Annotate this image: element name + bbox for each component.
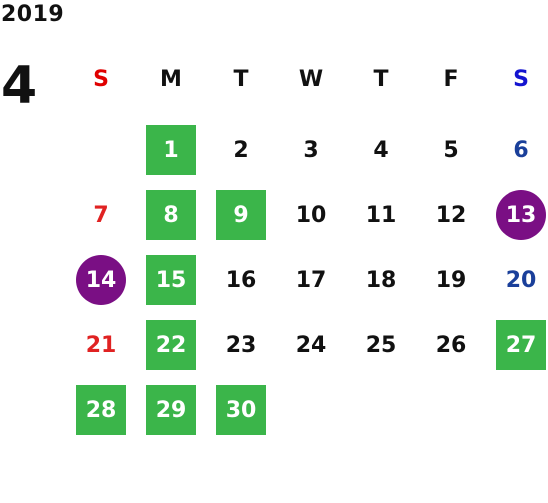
year-label: 2019 xyxy=(1,2,65,27)
weekday-friday: F xyxy=(443,67,459,92)
day-number: 8 xyxy=(146,190,196,240)
day-cell[interactable]: 3 xyxy=(276,125,346,175)
weekday-thursday: T xyxy=(373,67,389,92)
day-cell[interactable]: 26 xyxy=(416,320,486,370)
day-cell[interactable]: 2 xyxy=(206,125,276,175)
weekday-monday: M xyxy=(160,67,182,92)
day-cell[interactable]: 23 xyxy=(206,320,276,370)
day-number: 12 xyxy=(435,202,467,228)
day-number: 14 xyxy=(76,255,126,305)
day-cell[interactable]: 28 xyxy=(66,385,136,435)
day-number: 30 xyxy=(216,385,266,435)
day-number: 29 xyxy=(146,385,196,435)
day-number: 22 xyxy=(146,320,196,370)
day-number: 5 xyxy=(443,137,459,163)
day-cell[interactable]: 8 xyxy=(136,190,206,240)
day-number: 11 xyxy=(365,202,397,228)
day-number: 2 xyxy=(233,137,249,163)
day-cell[interactable]: 12 xyxy=(416,190,486,240)
day-cell[interactable]: 19 xyxy=(416,255,486,305)
day-number: 19 xyxy=(435,267,467,293)
day-cell[interactable]: 30 xyxy=(206,385,276,435)
day-cell[interactable]: 20 xyxy=(486,255,548,305)
day-cell[interactable]: 24 xyxy=(276,320,346,370)
month-number: 4 xyxy=(1,56,38,116)
weekday-wednesday: W xyxy=(298,67,324,92)
day-cell[interactable]: 4 xyxy=(346,125,416,175)
day-number: 23 xyxy=(225,332,257,358)
day-number: 10 xyxy=(295,202,327,228)
day-number: 24 xyxy=(295,332,327,358)
day-number: 20 xyxy=(505,267,537,293)
day-cell[interactable]: 22 xyxy=(136,320,206,370)
day-number: 26 xyxy=(435,332,467,358)
day-number: 13 xyxy=(496,190,546,240)
month-grid: S M T W T F S 1 2 3 4 5 6 7 8 9 10 11 12… xyxy=(66,55,548,445)
day-number: 18 xyxy=(365,267,397,293)
day-number: 7 xyxy=(93,202,109,228)
weekday-sunday: S xyxy=(93,67,109,92)
day-number: 4 xyxy=(373,137,389,163)
day-cell[interactable]: 10 xyxy=(276,190,346,240)
day-cell[interactable]: 14 xyxy=(66,255,136,305)
day-cell[interactable]: 15 xyxy=(136,255,206,305)
day-cell[interactable]: 11 xyxy=(346,190,416,240)
day-number: 9 xyxy=(216,190,266,240)
day-cell[interactable]: 9 xyxy=(206,190,276,240)
day-number: 3 xyxy=(303,137,319,163)
day-number: 28 xyxy=(76,385,126,435)
day-number: 17 xyxy=(295,267,327,293)
day-cell[interactable]: 1 xyxy=(136,125,206,175)
day-number: 25 xyxy=(365,332,397,358)
day-cell[interactable]: 16 xyxy=(206,255,276,305)
day-number: 21 xyxy=(85,332,117,358)
day-number: 6 xyxy=(513,137,529,163)
weekday-saturday: S xyxy=(513,67,529,92)
weekday-tuesday: T xyxy=(233,67,249,92)
day-number: 15 xyxy=(146,255,196,305)
day-cell[interactable]: 5 xyxy=(416,125,486,175)
day-cell[interactable]: 18 xyxy=(346,255,416,305)
day-cell[interactable]: 21 xyxy=(66,320,136,370)
day-number: 1 xyxy=(146,125,196,175)
day-cell[interactable]: 29 xyxy=(136,385,206,435)
day-cell[interactable]: 27 xyxy=(486,320,548,370)
day-cell[interactable]: 13 xyxy=(486,190,548,240)
day-cell[interactable]: 7 xyxy=(66,190,136,240)
day-cell[interactable]: 25 xyxy=(346,320,416,370)
day-number: 27 xyxy=(496,320,546,370)
day-number: 16 xyxy=(225,267,257,293)
day-cell[interactable]: 17 xyxy=(276,255,346,305)
day-cell[interactable]: 6 xyxy=(486,125,548,175)
